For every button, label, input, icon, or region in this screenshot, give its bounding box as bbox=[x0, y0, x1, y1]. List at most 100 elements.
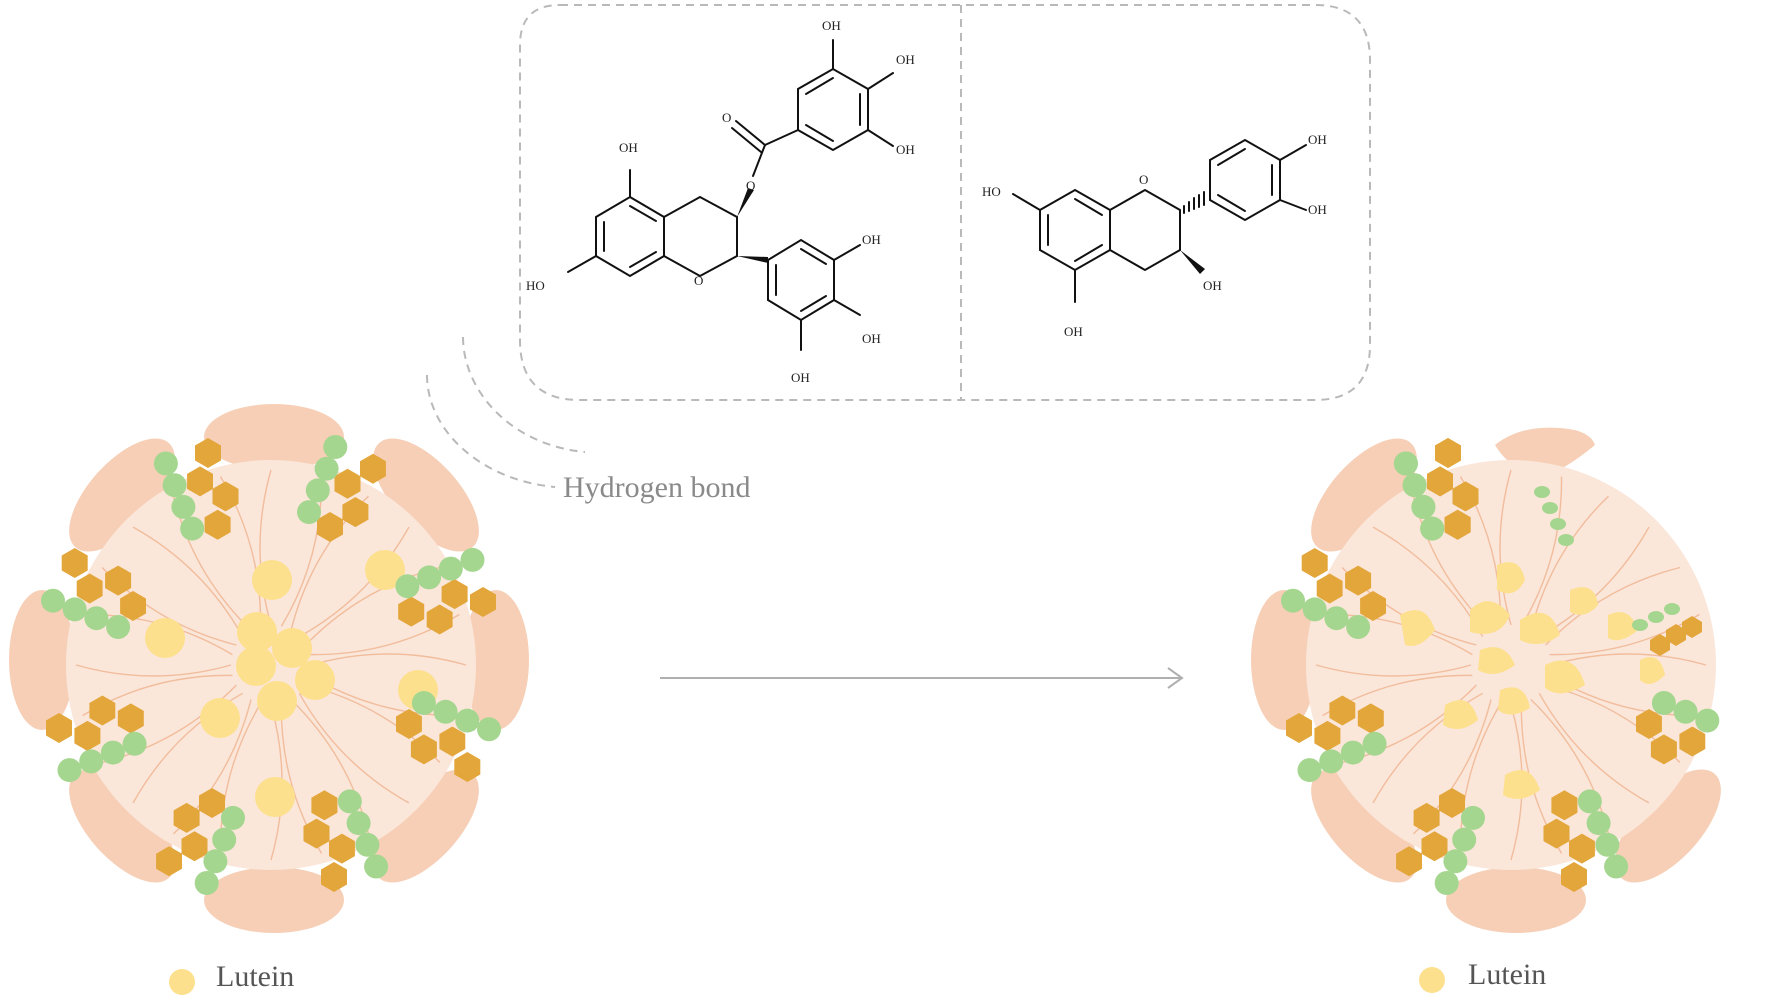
green-dot bbox=[1452, 827, 1477, 852]
intact-shell-ellipses bbox=[9, 404, 529, 933]
green-dot bbox=[79, 749, 104, 774]
gold-hexagon bbox=[1413, 802, 1440, 833]
gold-hexagon bbox=[120, 591, 146, 621]
green-dot bbox=[438, 556, 463, 581]
gold-hexagon bbox=[470, 587, 496, 617]
catechin-ring-c bbox=[1109, 188, 1181, 272]
gold-hexagon bbox=[1427, 466, 1453, 497]
gold-hexagon bbox=[1444, 509, 1471, 540]
green-dot bbox=[1595, 832, 1620, 857]
green-dot bbox=[84, 606, 109, 631]
green-dot bbox=[1651, 691, 1676, 715]
gold-hexagon bbox=[317, 512, 343, 542]
gold-hexagon bbox=[181, 831, 208, 862]
gold-hexagon bbox=[1439, 788, 1465, 818]
gold-hexagon bbox=[1543, 818, 1570, 849]
catechin-label-oh-top: OH bbox=[1308, 132, 1327, 147]
green-dot bbox=[411, 691, 436, 715]
green-dot bbox=[297, 500, 321, 525]
catechin-label-ho-left: HO bbox=[982, 184, 1001, 199]
egcg-wedge-b bbox=[737, 256, 768, 263]
catechin-label-oh-bottom: OH bbox=[1064, 324, 1083, 339]
gold-hexagon bbox=[1679, 726, 1706, 757]
gold-hexagon bbox=[156, 846, 182, 877]
disrupted-polyphenol-clusters bbox=[1281, 438, 1720, 895]
green-dot bbox=[100, 740, 125, 765]
disrupted-particle bbox=[1251, 427, 1721, 933]
gold-hexagon bbox=[1452, 481, 1479, 512]
catechin-ring-b bbox=[1209, 138, 1281, 222]
egcg-ring-c bbox=[663, 195, 738, 278]
fiber-strand bbox=[298, 526, 410, 638]
gold-hexagon bbox=[76, 573, 103, 604]
green-dot bbox=[1604, 854, 1629, 879]
egcg-label-oh-upper-right: OH bbox=[896, 52, 915, 67]
intact-lutein-group bbox=[145, 550, 438, 817]
intact-particle bbox=[9, 404, 529, 933]
intact-polyphenol-clusters bbox=[41, 435, 501, 895]
gold-hexagon bbox=[105, 565, 132, 596]
legend-left: Lutein bbox=[169, 960, 294, 995]
legend-left-label: Lutein bbox=[216, 960, 294, 993]
green-dot bbox=[433, 699, 458, 724]
fiber-strand bbox=[132, 526, 244, 638]
green-dot bbox=[212, 827, 237, 852]
gold-hexagon bbox=[342, 497, 369, 528]
green-dot bbox=[1393, 451, 1418, 476]
fiber-strand bbox=[310, 653, 467, 666]
gold-hexagon bbox=[1421, 831, 1448, 862]
green-dot bbox=[171, 494, 196, 519]
gold-hexagon bbox=[1301, 548, 1328, 578]
gold-hexagon bbox=[329, 833, 355, 864]
egcg-label-o-ester: O bbox=[746, 178, 755, 193]
green-dot bbox=[1434, 871, 1459, 895]
green-dot bbox=[1402, 473, 1427, 498]
gold-hexagon bbox=[1345, 565, 1372, 596]
egcg-ring-a bbox=[595, 195, 665, 278]
green-dot bbox=[162, 473, 187, 498]
gold-hexagon bbox=[1396, 846, 1422, 877]
egcg-label-oh-b-lower: OH bbox=[862, 331, 881, 346]
green-dot bbox=[122, 731, 147, 756]
green-dot bbox=[153, 451, 178, 476]
fiber-strand bbox=[1315, 664, 1472, 677]
egcg-label-oh-b-right: OH bbox=[862, 232, 881, 247]
green-dot bbox=[1340, 740, 1365, 765]
detached-fragments bbox=[1534, 486, 1702, 656]
catechin-label-oh-right: OH bbox=[1308, 202, 1327, 217]
gold-hexagon bbox=[1650, 734, 1677, 765]
gold-hexagon bbox=[212, 481, 239, 512]
green-dot bbox=[1586, 811, 1611, 836]
egcg-label-oh-top: OH bbox=[822, 18, 841, 33]
green-dot bbox=[41, 588, 65, 613]
hydrogen-bond-label: Hydrogen bond bbox=[563, 471, 750, 504]
hydrogen-bond-callout: Hydrogen bond bbox=[426, 336, 750, 504]
gold-hexagon bbox=[1561, 862, 1587, 892]
egcg-wedge-ester bbox=[737, 188, 754, 217]
molecule-panel bbox=[519, 4, 1371, 401]
fiber-strand bbox=[1520, 476, 1563, 627]
callout-dashed-curve-2 bbox=[426, 374, 556, 488]
gold-hexagon bbox=[1316, 573, 1343, 604]
fiber-strand bbox=[1538, 692, 1650, 804]
green-dot bbox=[57, 758, 82, 783]
gold-hexagon bbox=[360, 453, 386, 484]
fiber-strand bbox=[259, 469, 272, 626]
gold-hexagon bbox=[426, 604, 453, 635]
fiber-strand bbox=[298, 692, 410, 804]
gold-hexagon bbox=[1360, 591, 1386, 621]
egcg-ring-galloyl bbox=[797, 67, 869, 152]
green-dot bbox=[1281, 588, 1305, 613]
gold-hexagon bbox=[398, 596, 425, 627]
gold-hexagon bbox=[89, 695, 116, 726]
gold-hexagon bbox=[117, 703, 144, 734]
gold-hexagon bbox=[61, 548, 88, 578]
gold-hexagon bbox=[74, 720, 101, 751]
egcg-structure: OH OH OH OH HO OH OH OH O O O bbox=[526, 18, 915, 385]
gold-hexagon bbox=[303, 818, 330, 849]
disrupted-lutein-group bbox=[1400, 562, 1665, 799]
green-dot bbox=[364, 854, 389, 879]
callout-dashed-curve-1 bbox=[462, 336, 586, 453]
green-dot bbox=[203, 849, 228, 874]
green-dot bbox=[1362, 731, 1387, 756]
